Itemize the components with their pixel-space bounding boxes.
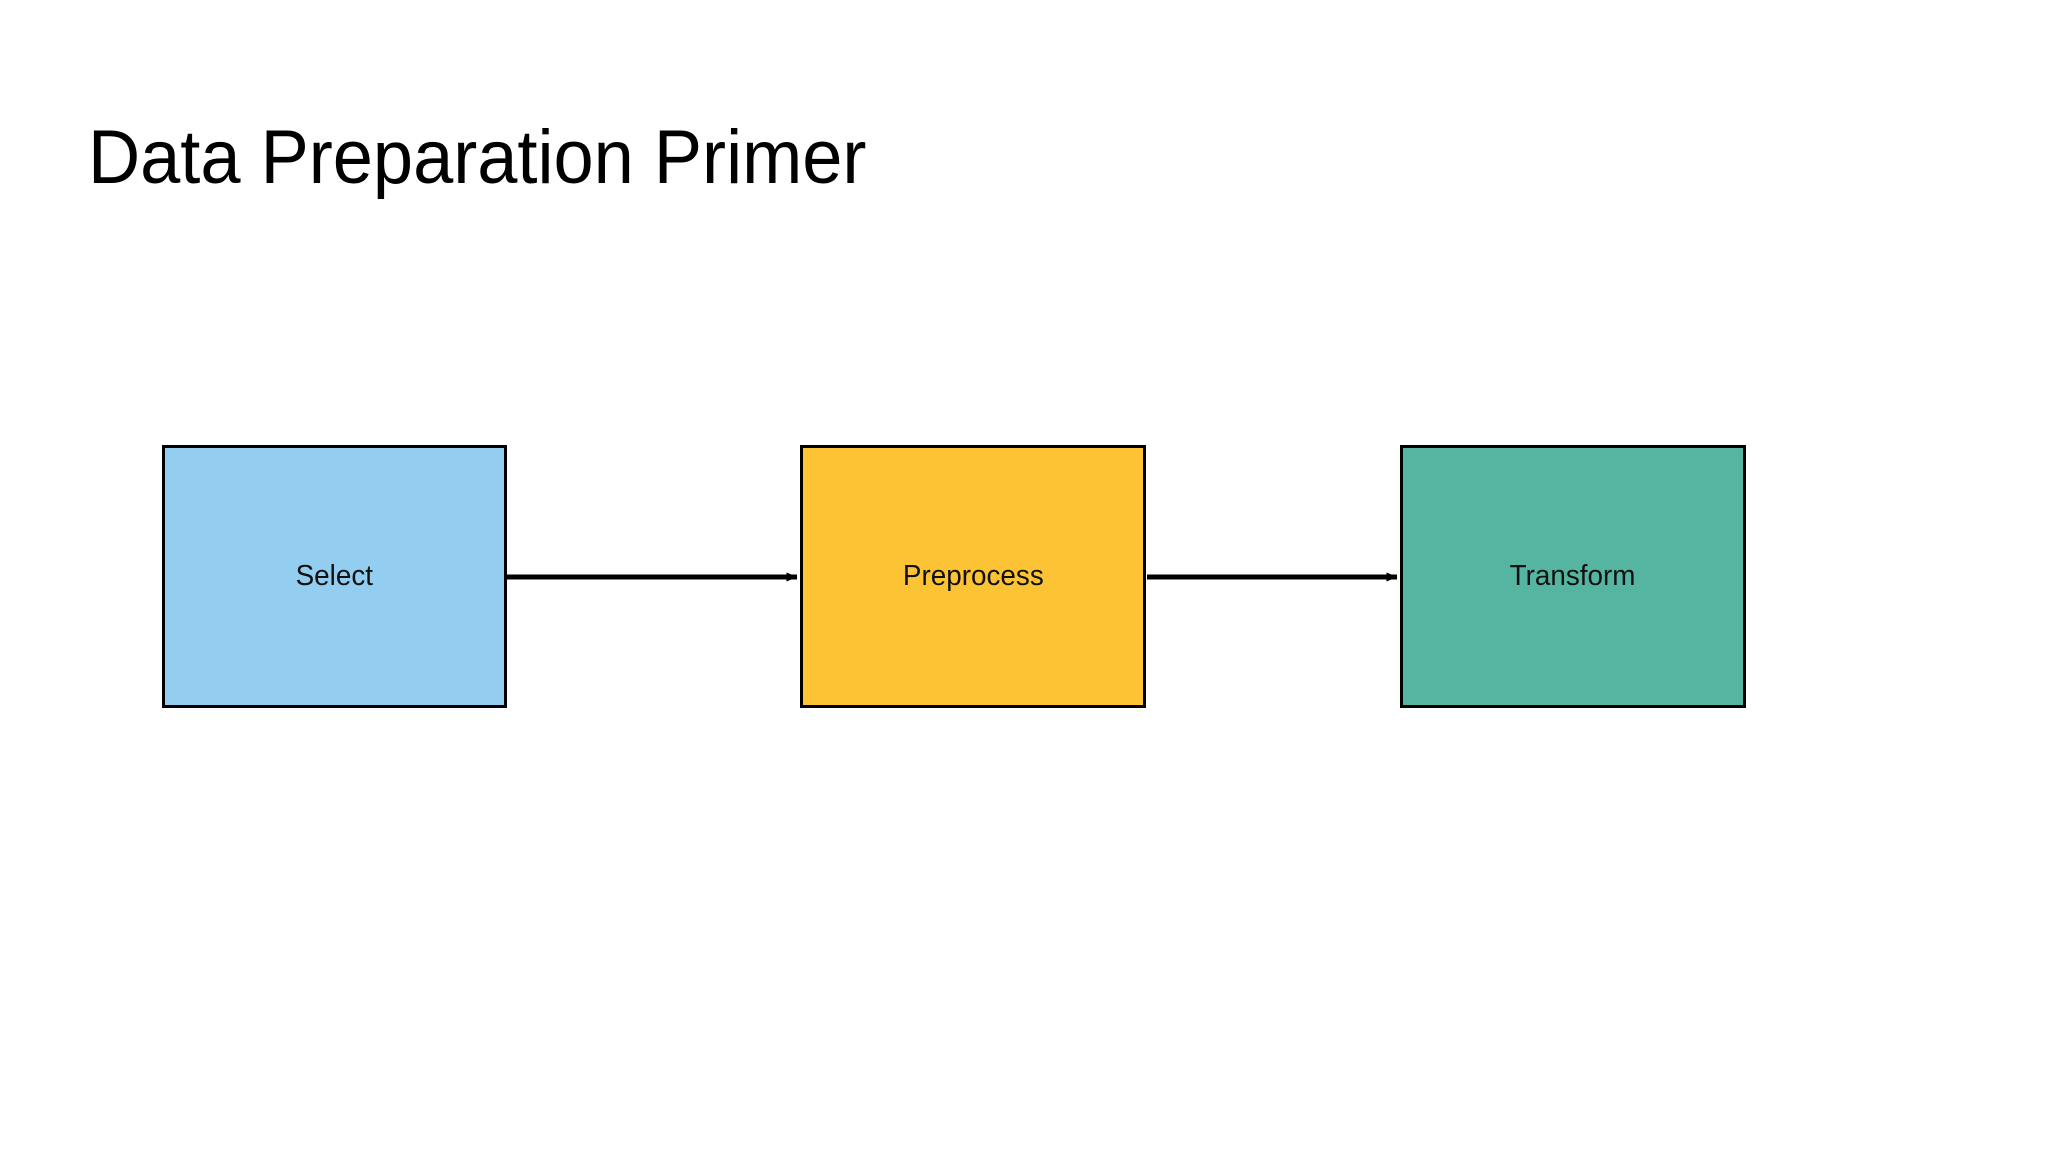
- flow-node-select-label: Select: [295, 560, 374, 592]
- flow-node-select[interactable]: Select: [162, 445, 507, 708]
- flow-node-transform[interactable]: Transform: [1400, 445, 1746, 708]
- page-title: Data Preparation Primer: [88, 115, 867, 200]
- flow-node-preprocess[interactable]: Preprocess: [800, 445, 1146, 708]
- flow-node-transform-label: Transform: [1510, 560, 1636, 592]
- flow-node-preprocess-label: Preprocess: [902, 560, 1044, 592]
